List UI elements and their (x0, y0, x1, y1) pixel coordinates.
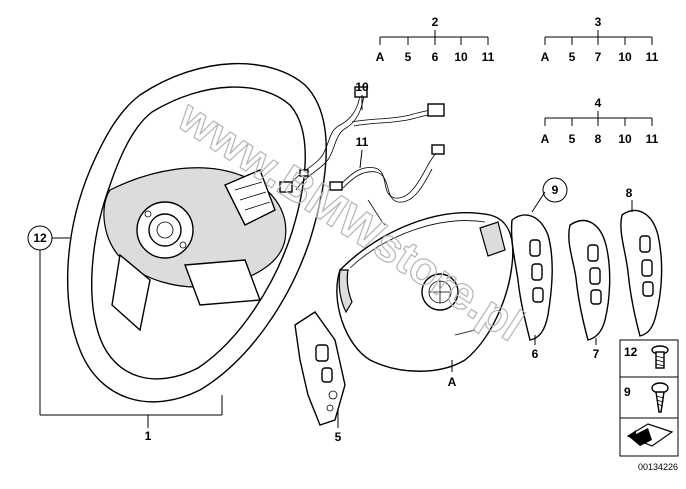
label-1: 1 (145, 429, 152, 443)
tree-2: 2 A 5 6 10 11 (376, 15, 495, 64)
switch-part-8 (620, 209, 663, 337)
tree-leaf: A (541, 50, 550, 64)
tree-leaf: 10 (454, 50, 468, 64)
tree-leaf: 10 (618, 132, 632, 146)
fastener-legend: 12 9 (619, 339, 679, 457)
tree-leaf: 10 (618, 50, 632, 64)
tree-leaf: 5 (405, 50, 412, 64)
tree-leaf: 5 (569, 50, 576, 64)
label-11: 11 (356, 135, 369, 149)
tree-root-3: 3 (595, 15, 602, 29)
tree-leaf: 11 (482, 50, 495, 64)
callout-lines (39, 95, 633, 428)
callout-circle-9 (542, 177, 568, 203)
part-labels: 12 1 10 11 5 A 6 7 8 9 (27, 80, 633, 444)
direction-arrow-icon (626, 423, 674, 447)
label-5: 5 (335, 430, 342, 444)
tree-leaf: 11 (646, 50, 659, 64)
cable-coiled (329, 144, 445, 226)
label-9: 9 (552, 183, 559, 197)
multifunction-switch-5 (294, 311, 346, 426)
tree-root-2: 2 (432, 15, 439, 29)
tree-4: 4 A 5 8 10 11 (541, 96, 659, 146)
steering-wheel (66, 63, 327, 403)
switch-part-7 (568, 219, 611, 341)
tree-leaf: A (541, 132, 550, 146)
label-6: 6 (532, 347, 539, 361)
tree-leaf: A (376, 50, 385, 64)
label-7: 7 (593, 347, 600, 361)
airbag-module (336, 212, 514, 372)
diagram-code: 00134226 (638, 462, 678, 472)
tree-root-4: 4 (595, 96, 602, 110)
tree-leaf: 5 (569, 132, 576, 146)
torx-bolt-icon (651, 345, 669, 369)
tree-leaf: 7 (595, 50, 602, 64)
self-tapping-screw-icon (651, 382, 669, 413)
label-8: 8 (626, 186, 633, 200)
label-12: 12 (33, 231, 47, 245)
label-10: 10 (355, 80, 369, 94)
label-A: A (448, 375, 457, 389)
legend-number-9: 9 (624, 385, 631, 399)
tree-3: 3 A 5 7 10 11 (541, 15, 659, 64)
cable-harness (279, 86, 445, 193)
legend-number-12: 12 (624, 345, 638, 359)
callout-circle-12 (27, 225, 53, 251)
tree-leaf: 11 (646, 132, 659, 146)
tree-leaf: 6 (432, 50, 439, 64)
switch-part-6 (510, 214, 553, 341)
tree-leaf: 8 (595, 132, 602, 146)
